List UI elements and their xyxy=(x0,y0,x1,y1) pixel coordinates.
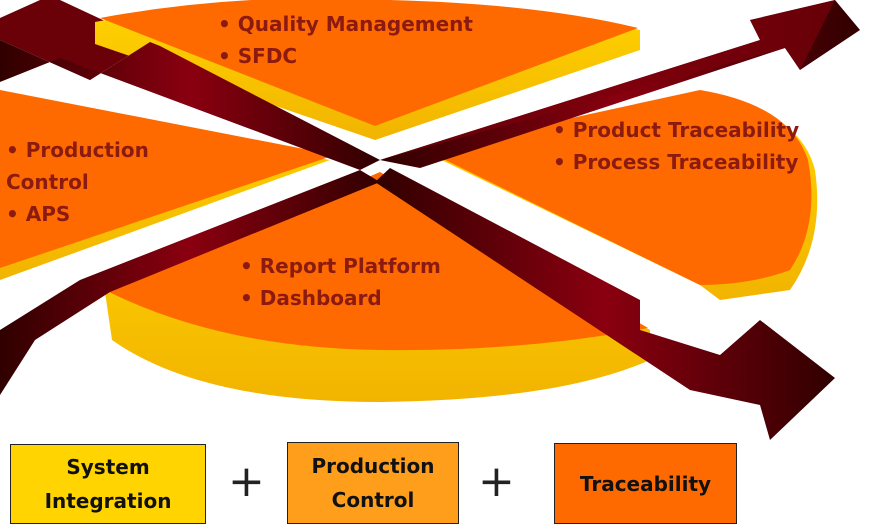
box-traceability: Traceability xyxy=(554,443,737,524)
slice-right xyxy=(425,90,818,300)
segment-bottom-text: • Report Platform • Dashboard xyxy=(240,250,441,314)
box-system-integration-line-1: System xyxy=(66,455,150,479)
segment-top-line-2: • SFDC xyxy=(218,44,298,68)
segment-left-text: • Production Control • APS xyxy=(6,134,149,230)
box-traceability-line-1: Traceability xyxy=(579,471,712,496)
box-production-control-line-2: Control xyxy=(331,488,415,512)
segment-right-line-2: • Process Traceability xyxy=(553,150,799,174)
box-system-integration: System Integration xyxy=(10,444,206,524)
segment-right-text: • Product Traceability • Process Traceab… xyxy=(553,114,799,178)
plus-operator-2: + xyxy=(478,456,515,507)
slice-bottom xyxy=(105,172,650,402)
slice-left xyxy=(0,90,335,280)
segment-left-line-2: Control xyxy=(6,170,89,194)
slice-top xyxy=(95,0,640,141)
segment-right-line-1: • Product Traceability xyxy=(553,118,800,142)
arrow-top-right xyxy=(380,0,860,168)
arrow-bottom-right xyxy=(375,168,835,440)
segment-bottom-line-2: • Dashboard xyxy=(240,286,382,310)
arrow-bottom-left xyxy=(0,170,380,395)
box-production-control: Production Control xyxy=(287,442,459,524)
segment-left-line-1: • Production xyxy=(6,138,149,162)
box-production-control-line-1: Production xyxy=(311,454,435,478)
segment-top-line-1: • Quality Management xyxy=(218,12,473,36)
segment-bottom-line-1: • Report Platform xyxy=(240,254,441,278)
arrow-top-left xyxy=(0,0,150,80)
arrow-top-left-band xyxy=(0,40,380,170)
segment-left-line-3: • APS xyxy=(6,202,71,226)
box-system-integration-line-2: Integration xyxy=(44,489,172,513)
segment-top-text: • Quality Management • SFDC xyxy=(218,8,473,72)
plus-operator-1: + xyxy=(228,456,265,507)
